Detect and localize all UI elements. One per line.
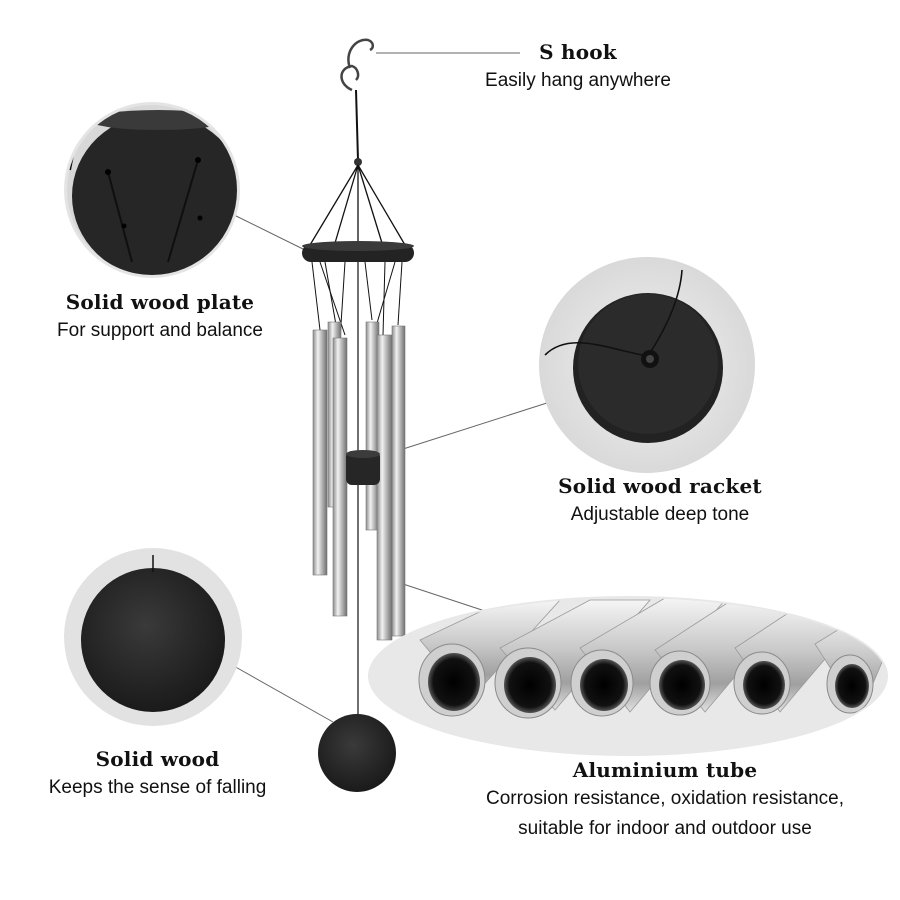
hanging-cord — [355, 89, 359, 161]
wood-racket — [346, 450, 380, 485]
zoom-aluminium-tubes — [368, 596, 888, 756]
caption-aluminium-tube-desc-2: suitable for indoor and outdoor use — [518, 818, 812, 839]
caption-wood-racket: Solid wood racket Adjustable deep tone — [520, 474, 800, 530]
s-hook-icon — [340, 38, 374, 92]
zoom-solid-wood — [64, 548, 242, 726]
aluminium-tubes — [312, 321, 406, 641]
zoom-wood-plate — [64, 102, 240, 278]
caption-aluminium-tube-title: Aluminium tube — [572, 758, 758, 782]
caption-aluminium-tube: Aluminium tube Corrosion resistance, oxi… — [455, 758, 875, 844]
caption-wood-plate: Solid wood plate For support and balance — [20, 290, 300, 346]
caption-s-hook-desc: Easily hang anywhere — [485, 70, 671, 91]
caption-wood-racket-desc: Adjustable deep tone — [570, 504, 750, 525]
caption-solid-wood-title: Solid wood — [95, 747, 220, 771]
caption-wood-racket-title: Solid wood racket — [558, 474, 762, 498]
leader-solid-wood — [231, 664, 334, 723]
plate-strings — [309, 164, 406, 246]
caption-s-hook-title: S hook — [539, 40, 617, 64]
zoom-wood-racket — [539, 257, 755, 473]
caption-solid-wood-desc: Keeps the sense of falling — [48, 777, 267, 798]
leader-wood-plate — [229, 212, 306, 251]
caption-s-hook: S hook Easily hang anywhere — [448, 40, 708, 96]
caption-wood-plate-title: Solid wood plate — [65, 290, 255, 314]
caption-aluminium-tube-desc-1: Corrosion resistance, oxidation resistan… — [485, 788, 844, 809]
solid-wood-sail — [318, 714, 396, 792]
caption-solid-wood: Solid wood Keeps the sense of falling — [15, 747, 300, 803]
caption-wood-plate-desc: For support and balance — [57, 320, 263, 341]
tube-strings — [311, 261, 403, 341]
wood-plate — [302, 241, 414, 262]
leader-aluminium-tube — [399, 582, 489, 613]
wind-chime — [302, 38, 414, 792]
cord-bead — [354, 158, 362, 166]
